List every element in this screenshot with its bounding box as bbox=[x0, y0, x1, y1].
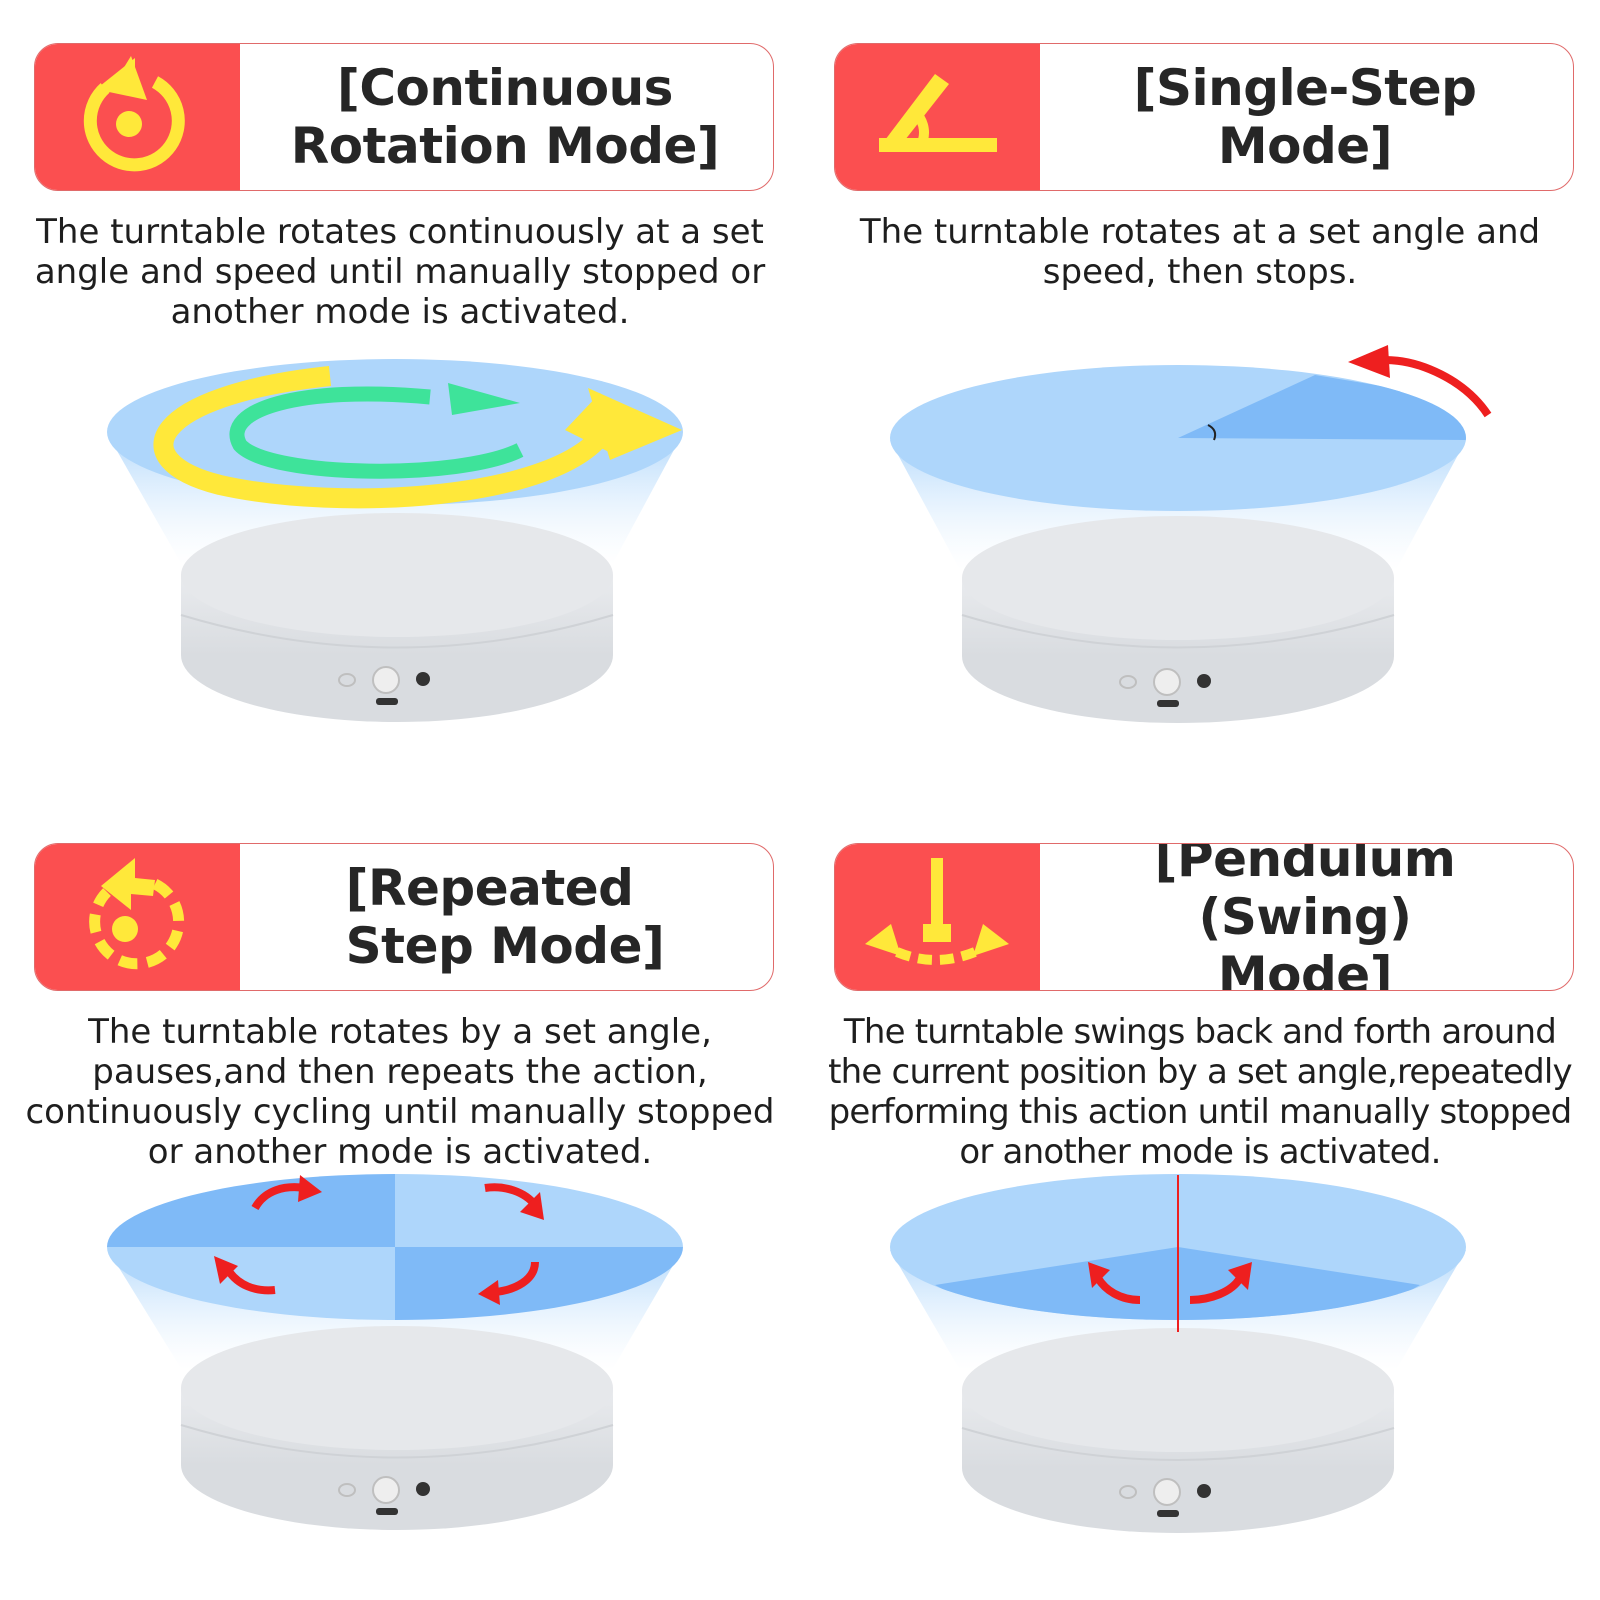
mode-header: [Single-Step Mode] bbox=[834, 43, 1574, 191]
turntable-base bbox=[180, 1326, 614, 1530]
mode-card-single-step: [Single-Step Mode] The turntable rotates… bbox=[800, 0, 1600, 800]
mode-badge bbox=[835, 844, 1040, 990]
dashed-rotation-icon bbox=[89, 858, 185, 970]
mode-title: [Continuous Rotation Mode] bbox=[290, 59, 720, 175]
mode-header: [Continuous Rotation Mode] bbox=[34, 43, 774, 191]
mode-header: [Repeated Step Mode] bbox=[34, 843, 774, 991]
mode-card-pendulum: [Pendulum (Swing) Mode] The turntable sw… bbox=[800, 800, 1600, 1600]
mode-card-continuous: [Continuous Rotation Mode] The turntable… bbox=[0, 0, 800, 800]
mode-description: The turntable swings back and forth arou… bbox=[828, 1012, 1573, 1172]
turntable-base bbox=[961, 516, 1395, 723]
turntable-illustration bbox=[890, 345, 1492, 723]
mode-card-repeated-step: [Repeated Step Mode] The turntable rotat… bbox=[0, 800, 800, 1600]
red-swing-arrows bbox=[1094, 1275, 1244, 1304]
mode-title: [Pendulum (Swing) Mode] bbox=[1154, 843, 1456, 991]
continuous-rotation-icon bbox=[83, 56, 185, 172]
mode-title: [Repeated Step Mode] bbox=[345, 859, 665, 975]
rotation-sector bbox=[1178, 375, 1466, 440]
turntable-illustration bbox=[107, 1174, 683, 1530]
angle-icon bbox=[879, 74, 997, 152]
turntable-illustration bbox=[890, 1174, 1466, 1533]
mode-description: The turntable rotates continuously at a … bbox=[34, 212, 766, 332]
turntable-base bbox=[961, 1328, 1395, 1533]
mode-badge bbox=[835, 44, 1040, 190]
yellow-rotation-arrow bbox=[153, 366, 614, 509]
turntable-base bbox=[180, 513, 614, 722]
mode-description: The turntable rotates by a set angle, pa… bbox=[25, 1012, 775, 1172]
mode-badge bbox=[35, 44, 240, 190]
turntable-illustration bbox=[107, 359, 683, 722]
mode-badge bbox=[35, 844, 240, 990]
pendulum-icon bbox=[865, 858, 1009, 965]
green-rotation-arrow bbox=[229, 386, 524, 479]
mode-description: The turntable rotates at a set angle and… bbox=[859, 212, 1541, 292]
mode-title: [Single-Step Mode] bbox=[1133, 59, 1477, 175]
red-rotation-arrow bbox=[1384, 356, 1492, 418]
mode-header: [Pendulum (Swing) Mode] bbox=[834, 843, 1574, 991]
